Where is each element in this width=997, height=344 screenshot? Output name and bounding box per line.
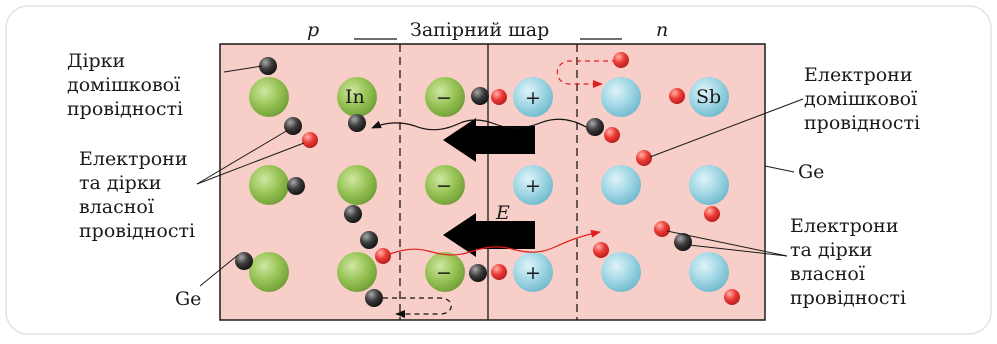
donor-ion-sign: +	[525, 262, 541, 284]
label-line: та дірки	[790, 239, 872, 261]
electron	[491, 264, 507, 280]
n-region-label: n	[656, 19, 668, 41]
hole	[469, 264, 487, 282]
sb-atom-label: Sb	[696, 86, 721, 108]
label-line: Електрони	[804, 64, 913, 86]
ge-atom	[249, 165, 289, 205]
p-region-label: p	[307, 19, 319, 41]
label-electrons-impurity: Електрони домішкової провідності	[804, 64, 923, 134]
hole	[586, 118, 604, 136]
label-line: домішкової	[804, 88, 917, 110]
label-line: домішкової	[67, 74, 180, 96]
electron	[302, 132, 318, 148]
ge-atom	[249, 252, 289, 292]
electron	[724, 289, 740, 305]
label-line: Дірки	[67, 50, 125, 72]
label-line: власної	[79, 196, 154, 218]
acceptor-ion-sign: −	[436, 175, 452, 197]
electron	[613, 52, 629, 68]
donor-ion-sign: +	[525, 87, 541, 109]
label-line: провідності	[804, 112, 920, 134]
acceptor-ion-sign: −	[436, 87, 452, 109]
hole	[471, 87, 489, 105]
hole	[348, 114, 366, 132]
hole	[360, 231, 378, 249]
electron	[604, 127, 620, 143]
hole	[284, 117, 302, 135]
electron	[669, 88, 685, 104]
barrier-label: Запірний шар	[410, 19, 549, 41]
label-ge-right: Ge	[798, 161, 824, 183]
donor-ion-sign: +	[525, 175, 541, 197]
label-line: провідності	[79, 220, 195, 242]
label-line: Електрони	[79, 148, 188, 170]
label-line: власної	[790, 263, 865, 285]
label-ge-left: Ge	[175, 288, 201, 310]
field-label: E	[495, 202, 510, 224]
ge-atom	[601, 165, 641, 205]
hole	[344, 205, 362, 223]
hole	[287, 177, 305, 195]
electron	[654, 221, 670, 237]
ge-atom	[689, 252, 729, 292]
electron	[636, 150, 652, 166]
ge-atom	[337, 252, 377, 292]
label-line: та дірки	[79, 172, 161, 194]
label-line: Електрони	[790, 215, 899, 237]
label-line: провідності	[67, 98, 183, 120]
hole	[365, 289, 383, 307]
ge-atom	[249, 77, 289, 117]
electron	[593, 242, 609, 258]
ge-atom	[689, 165, 729, 205]
electron	[375, 248, 391, 264]
in-atom-label: In	[345, 86, 365, 108]
ge-atom	[601, 77, 641, 117]
ge-atom	[601, 252, 641, 292]
electron	[491, 89, 507, 105]
ge-atom	[337, 165, 377, 205]
acceptor-ion-sign: −	[436, 262, 452, 284]
label-line: провідності	[790, 287, 906, 309]
electron	[704, 206, 720, 222]
